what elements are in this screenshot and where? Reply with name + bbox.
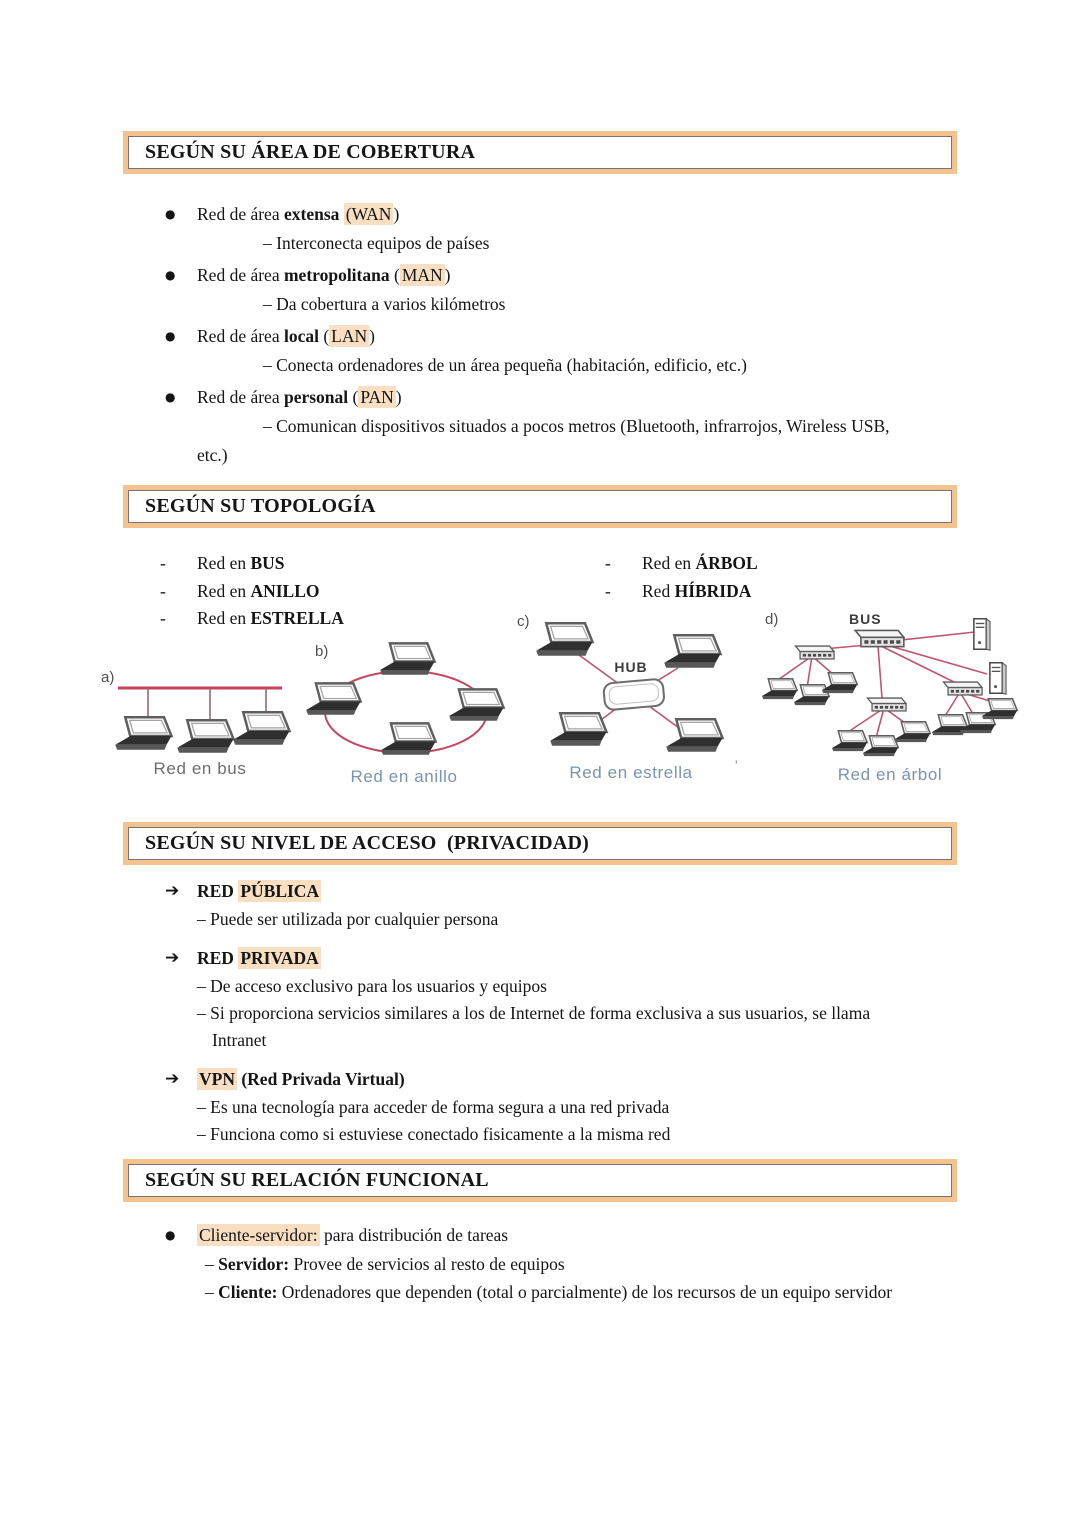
arrow-bullet-icon: ➔	[165, 1069, 180, 1089]
tower-pc-icon	[989, 661, 1007, 696]
list-item-main: Red de área metropolitana (MAN)	[197, 264, 451, 286]
laptop-icon	[663, 634, 722, 669]
switch-icon	[866, 697, 907, 712]
laptop-icon	[448, 688, 505, 723]
list-item-sub: – Si proporciona servicios similares a l…	[197, 1003, 871, 1050]
tree-topology-diagram: d) BUS	[761, 611, 1018, 784]
functional-list: ● Cliente-servidor: para distribución de…	[123, 1221, 957, 1306]
list-item-man: ● Red de área metropolitana (MAN) – Da c…	[165, 261, 957, 319]
list-item-main: Red de área personal (PAN)	[197, 386, 402, 408]
laptop-icon	[305, 682, 362, 717]
list-item-sub: – De acceso exclusivo para los usuarios …	[197, 976, 547, 996]
star-topology-diagram: c) HUB Red en estrella '	[517, 613, 738, 782]
list-item-main: Red de área local (LAN)	[197, 325, 375, 347]
dash-bullet: -	[605, 580, 611, 601]
laptop-icon	[862, 735, 899, 757]
list-item-main: RED PÚBLICA	[197, 880, 322, 902]
switch-icon	[794, 645, 835, 660]
arrow-bullet-icon: ➔	[165, 881, 180, 901]
bullet-icon: ●	[165, 1228, 176, 1242]
list-item-cliente-servidor: ● Cliente-servidor: para distribución de…	[165, 1221, 957, 1306]
list-item-red-privada: ➔ RED PRIVADA – De acceso exclusivo para…	[165, 943, 957, 1054]
list-item-sub: – Es una tecnología para acceder de form…	[197, 1097, 670, 1117]
arrow-bullet-icon: ➔	[165, 948, 180, 968]
list-item-sub: – Da cobertura a varios kilómetros	[263, 294, 506, 314]
laptop-icon	[114, 716, 173, 751]
bullet-icon: ●	[165, 390, 176, 404]
list-item-wan: ● Red de área extensa (WAN) – Interconec…	[165, 200, 957, 258]
stray-mark: '	[735, 757, 738, 773]
list-item-vpn: ➔ VPN (Red Privada Virtual) – Es una tec…	[165, 1064, 957, 1148]
diagram-marker-a: a)	[101, 669, 114, 686]
laptop-icon	[831, 730, 868, 752]
caption-ring: Red en anillo	[350, 767, 457, 786]
laptop-icon	[549, 712, 608, 747]
diagram-marker-d: d)	[765, 611, 778, 628]
hub-label: HUB	[614, 659, 647, 675]
topology-list-left: - Red en BUS - Red en ANILLO - Red en ES…	[160, 550, 344, 633]
dash-bullet: -	[160, 580, 166, 601]
list-item-main: VPN (Red Privada Virtual)	[197, 1068, 405, 1090]
list-item-red-publica: ➔ RED PÚBLICA – Puede ser utilizada por …	[165, 876, 957, 933]
section-header-coverage: SEGÚN SU ÁREA DE COBERTURA	[123, 131, 957, 174]
list-item-sub: – Puede ser utilizada por cualquier pers…	[197, 909, 499, 929]
list-item-bus: - Red en BUS	[160, 550, 344, 578]
switch-icon	[854, 629, 905, 648]
ring-topology-diagram: b) Red en anillo	[305, 642, 505, 786]
list-item-anillo: - Red en ANILLO	[160, 578, 344, 606]
diagram-marker-c: c)	[517, 613, 530, 630]
section-header-topology: SEGÚN SU TOPOLOGÍA	[123, 485, 957, 528]
caption-tree: Red en árbol	[838, 765, 943, 784]
list-item-estrella: - Red en ESTRELLA	[160, 605, 344, 633]
dash-bullet: -	[160, 553, 166, 573]
section-title-access: SEGÚN SU NIVEL DE ACCESO (PRIVACIDAD)	[145, 832, 589, 854]
laptop-icon	[379, 642, 436, 677]
list-item-main: Red de área extensa (WAN)	[197, 203, 400, 225]
diagram-marker-b: b)	[315, 643, 328, 660]
topology-body: - Red en BUS - Red en ANILLO - Red en ES…	[101, 528, 1018, 820]
topology-list-right: - Red en ÁRBOL - Red HÍBRIDA	[605, 550, 758, 605]
laptop-icon	[761, 678, 798, 700]
list-item-main: RED PRIVADA	[197, 947, 321, 969]
section-header-access: SEGÚN SU NIVEL DE ACCESO (PRIVACIDAD)	[123, 822, 957, 865]
bus-switch-label: BUS	[849, 611, 882, 627]
tower-pc-icon	[973, 617, 991, 652]
caption-star: Red en estrella	[569, 763, 692, 782]
list-item-hibrida: - Red HÍBRIDA	[605, 578, 758, 606]
list-item-main: Cliente-servidor: para distribución de t…	[197, 1224, 509, 1246]
section-title-topology: SEGÚN SU TOPOLOGÍA	[145, 495, 376, 517]
laptop-icon	[232, 711, 291, 746]
section-title-functional: SEGÚN SU RELACIÓN FUNCIONAL	[145, 1169, 489, 1191]
list-item-sub: – Cliente: Ordenadores que dependen (tot…	[205, 1282, 893, 1302]
list-item-sub: – Conecta ordenadores de un área pequeña…	[263, 355, 747, 375]
switch-icon	[942, 681, 983, 696]
bullet-icon: ●	[165, 268, 176, 282]
laptop-icon	[981, 698, 1018, 720]
coverage-list: ● Red de área extensa (WAN) – Interconec…	[123, 200, 957, 470]
section-title-coverage: SEGÚN SU ÁREA DE COBERTURA	[145, 141, 476, 163]
laptop-icon	[821, 672, 858, 694]
laptop-icon	[176, 719, 235, 754]
hub-icon	[602, 677, 666, 712]
list-item-sub: – Comunican dispositivos situados a poco…	[197, 416, 890, 465]
list-item-sub: – Servidor: Provee de servicios al resto…	[205, 1254, 565, 1274]
bullet-icon: ●	[165, 207, 176, 221]
list-item-arbol: - Red en ÁRBOL	[605, 550, 758, 578]
list-item-lan: ● Red de área local (LAN) – Conecta orde…	[165, 322, 957, 380]
bullet-icon: ●	[165, 329, 176, 343]
laptop-icon	[380, 722, 437, 757]
list-item-sub: – Interconecta equipos de países	[263, 233, 490, 253]
laptop-icon	[535, 622, 594, 657]
list-item-sub: – Funciona como si estuviese conectado f…	[197, 1124, 671, 1144]
laptop-icon	[894, 721, 931, 743]
list-item-pan: ● Red de área personal (PAN) – Comunican…	[165, 383, 957, 470]
dash-bullet: -	[605, 553, 611, 573]
dash-bullet: -	[160, 608, 166, 628]
section-header-functional: SEGÚN SU RELACIÓN FUNCIONAL	[123, 1159, 957, 1202]
access-list: ➔ RED PÚBLICA – Puede ser utilizada por …	[123, 876, 957, 1148]
laptop-icon	[793, 684, 830, 706]
caption-bus: Red en bus	[154, 759, 247, 778]
bus-topology-diagram: a) Red en bus	[101, 669, 291, 778]
